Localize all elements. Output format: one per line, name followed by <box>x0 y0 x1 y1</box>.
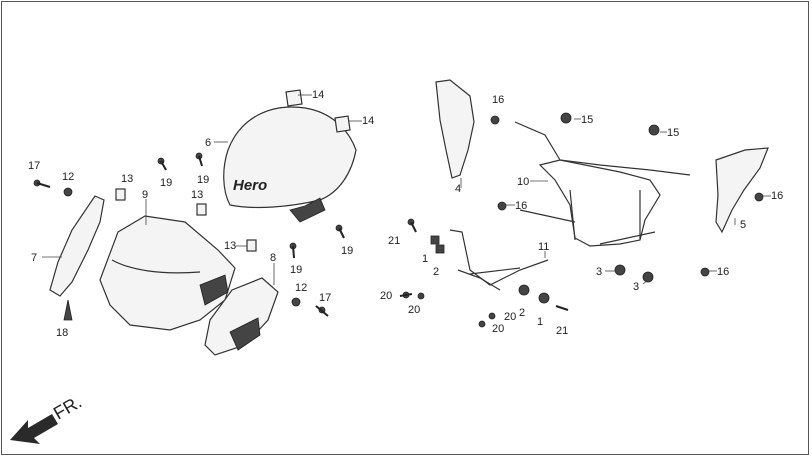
callout-16: 16 <box>515 200 527 212</box>
callout-10: 10 <box>517 176 529 188</box>
callout-8: 8 <box>270 252 276 264</box>
callout-13: 13 <box>224 240 236 252</box>
callout-20: 20 <box>504 311 516 323</box>
callout-15: 15 <box>667 127 679 139</box>
callout-15: 15 <box>581 114 593 126</box>
direction-label: FR. <box>50 392 85 424</box>
callout-2: 2 <box>519 307 525 319</box>
side-cover-left-part <box>49 195 105 297</box>
hardware-parts <box>33 112 764 328</box>
callout-14: 14 <box>312 89 324 101</box>
headlight-part <box>204 277 279 356</box>
clip-part <box>285 89 351 133</box>
callout-13: 13 <box>121 173 133 185</box>
callout-1: 1 <box>537 316 543 328</box>
windshield-part: Hero <box>223 106 357 223</box>
callout-17: 17 <box>28 160 40 172</box>
front-direction-arrow: FR. <box>10 392 85 444</box>
frame-10-part <box>514 121 691 247</box>
callout-21: 21 <box>556 325 568 337</box>
brand-text: Hero <box>233 177 267 194</box>
front-cowl-part <box>99 215 236 331</box>
callout-12: 12 <box>62 171 74 183</box>
callout-13: 13 <box>191 189 203 201</box>
callout-19: 19 <box>160 177 172 189</box>
callout-14: 14 <box>362 115 374 127</box>
callout-18: 18 <box>56 327 68 339</box>
callout-16: 16 <box>771 190 783 202</box>
callout-20: 20 <box>492 323 504 335</box>
callout-5: 5 <box>740 219 746 231</box>
callout-3: 3 <box>633 281 639 293</box>
callout-2: 2 <box>433 266 439 278</box>
callout-labels: 14 14 6 17 12 13 19 19 9 13 13 7 19 8 19… <box>28 89 783 339</box>
bracket-11-part <box>449 229 549 291</box>
callout-9: 9 <box>142 189 148 201</box>
callout-4: 4 <box>455 183 461 195</box>
leader-lines <box>42 94 771 285</box>
callout-3: 3 <box>596 266 602 278</box>
callout-20: 20 <box>408 304 420 316</box>
callout-1: 1 <box>422 253 428 265</box>
callout-11: 11 <box>538 241 549 253</box>
callout-17: 17 <box>319 292 331 304</box>
callout-12: 12 <box>295 282 307 294</box>
callout-16: 16 <box>717 266 729 278</box>
callout-19: 19 <box>341 245 353 257</box>
callout-19: 19 <box>290 264 302 276</box>
callout-21: 21 <box>388 235 400 247</box>
side-cover-right-part <box>715 147 769 234</box>
callout-20: 20 <box>380 290 392 302</box>
callout-7: 7 <box>31 252 37 264</box>
bracket-4-part <box>435 79 475 179</box>
callout-16: 16 <box>492 94 504 106</box>
callout-19: 19 <box>197 174 209 186</box>
callout-6: 6 <box>205 137 211 149</box>
